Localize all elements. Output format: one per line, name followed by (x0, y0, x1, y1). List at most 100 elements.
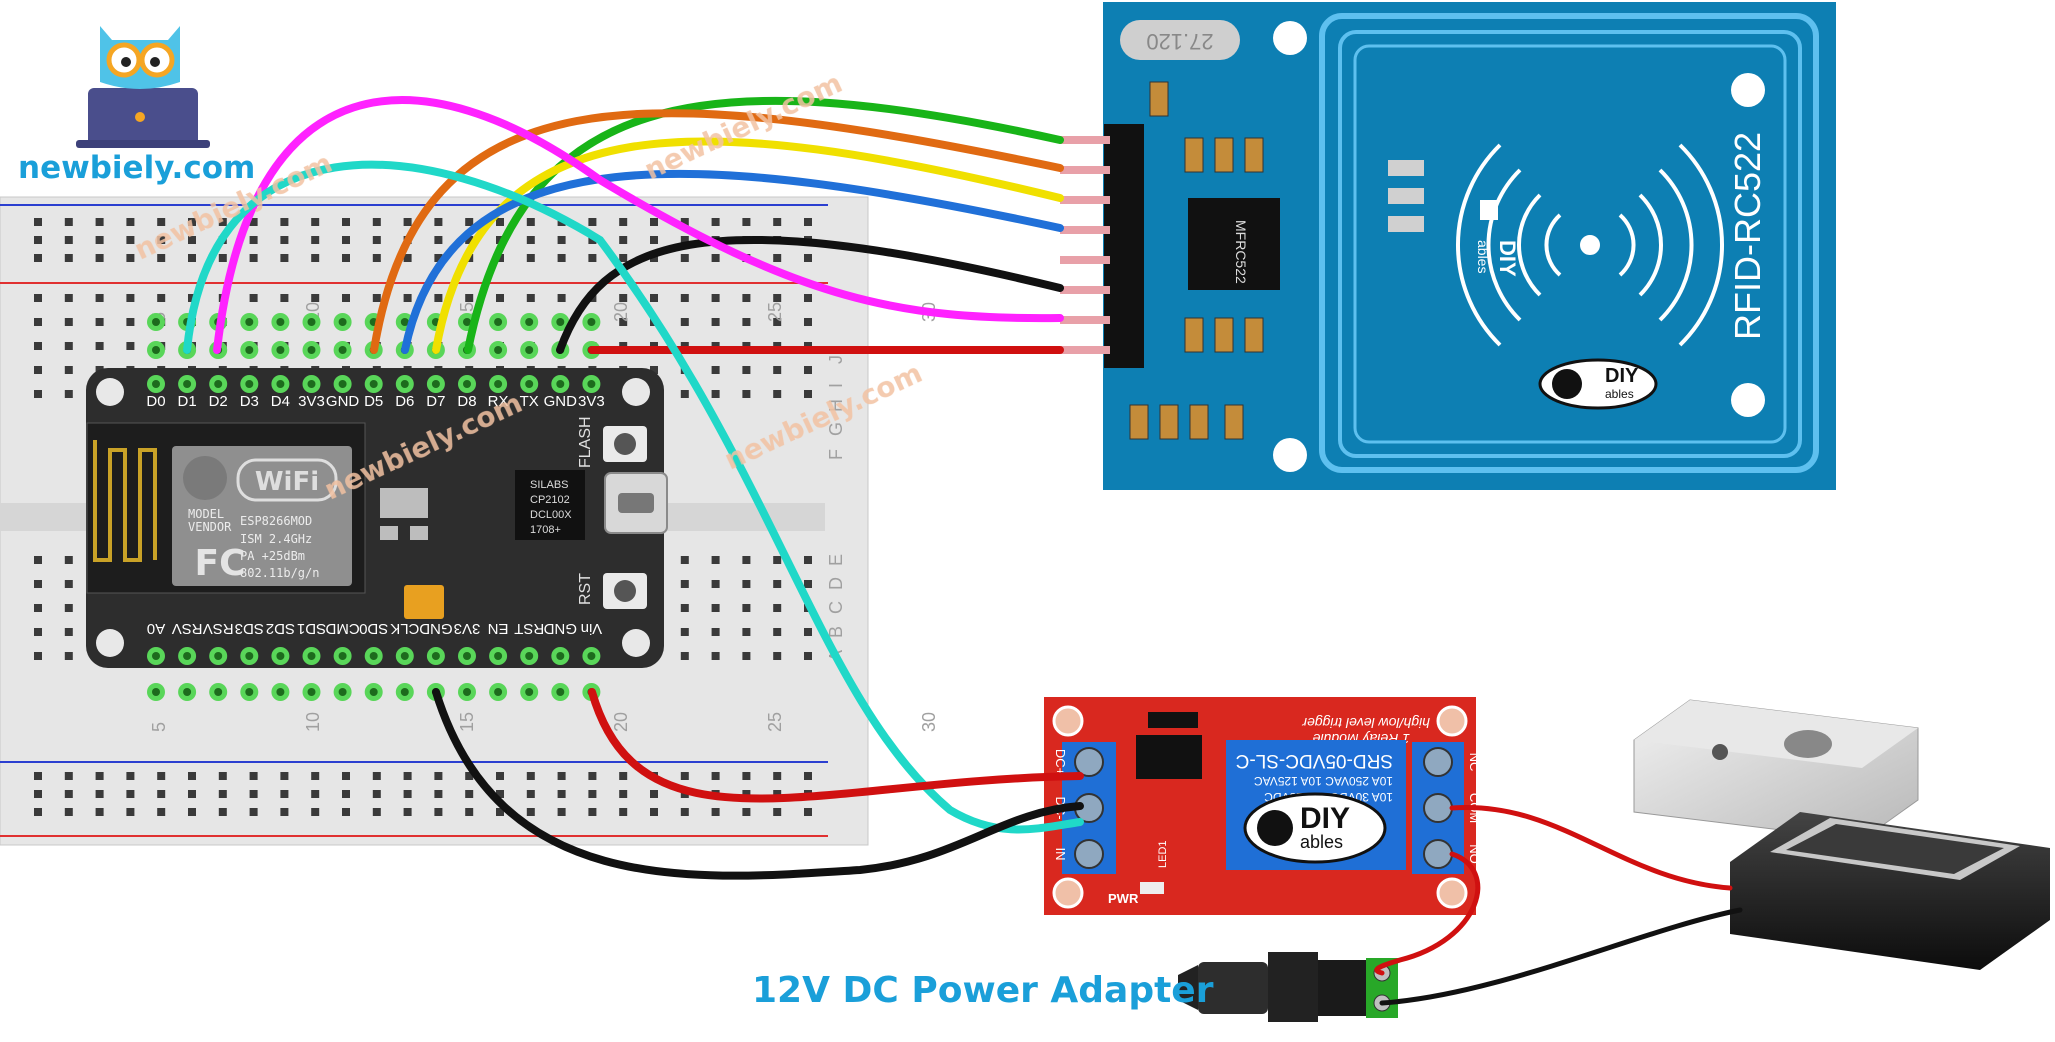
breadboard-hole (680, 294, 689, 302)
breadboard-column-label: 30 (919, 712, 939, 732)
breadboard-hole (403, 294, 412, 302)
uart-chip-line: SILABS (530, 479, 569, 491)
breadboard-hole (557, 254, 566, 262)
breadboard-hole (526, 236, 535, 244)
breadboard-hole (742, 318, 751, 326)
wifi-label: WiFi (255, 467, 319, 497)
header-pin-hole (338, 380, 347, 388)
breadboard-hole (465, 236, 474, 244)
breadboard-hole (64, 628, 73, 636)
header-pin-hole (463, 652, 471, 660)
breadboard-hole (773, 652, 782, 660)
breadboard-hole (64, 218, 73, 226)
breadboard-hole (804, 556, 812, 564)
esp-pin-label: RSV (172, 620, 203, 637)
header-pin-hole (400, 318, 409, 326)
breadboard-hole (342, 294, 350, 302)
breadboard-hole (773, 390, 782, 398)
relay-pin-label: DC+ (1053, 749, 1068, 775)
breadboard-hole (557, 236, 566, 244)
breadboard-hole (342, 808, 350, 816)
wifi-module-line: ISM 2.4GHz (240, 532, 312, 546)
breadboard-hole (619, 808, 628, 816)
esp-pin-label: CMD (325, 620, 359, 637)
rfid-smd-part (1184, 317, 1204, 353)
breadboard-row-label: F (826, 449, 846, 460)
breadboard-row-label: C (826, 601, 846, 614)
esp-pin-label: GND (326, 393, 360, 410)
breadboard-hole (496, 772, 504, 780)
breadboard-hole (126, 342, 135, 350)
breadboard-hole (804, 390, 812, 398)
wire-blue (401, 169, 1064, 354)
power-adapter-caption: 12V DC Power Adapter (752, 970, 1214, 1011)
breadboard-hole (311, 294, 320, 302)
breadboard-hole (64, 318, 73, 326)
breadboard-hole (526, 772, 535, 780)
breadboard-hole (680, 556, 689, 564)
breadboard-hole (650, 236, 658, 244)
breadboard-hole (773, 254, 782, 262)
rfid-pin (1060, 316, 1110, 324)
breadboard-hole (34, 580, 42, 588)
breadboard-hole (157, 294, 166, 302)
oval-logo-diy: DIY (1605, 365, 1639, 387)
breadboard-hole (95, 790, 104, 798)
breadboard-hole (588, 790, 597, 798)
breadboard-hole (711, 254, 720, 262)
breadboard-hole (157, 236, 166, 244)
breadboard-hole (34, 808, 42, 816)
breadboard-hole (650, 790, 658, 798)
breadboard-hole (804, 580, 812, 588)
breadboard-hole (218, 218, 227, 226)
breadboard-hole (711, 390, 720, 398)
breadboard-hole (126, 294, 135, 302)
header-pin-hole (525, 318, 534, 326)
breadboard-hole (742, 604, 751, 612)
breadboard-hole (742, 390, 751, 398)
esp-pin-label: CLK (390, 620, 419, 637)
owl-logo-icon (76, 26, 210, 148)
optocoupler (1136, 735, 1202, 779)
breadboard-hole (126, 790, 135, 798)
breadboard-hole (64, 556, 73, 564)
wire-red-relay (588, 688, 1084, 803)
header-pin-hole (276, 346, 285, 354)
breadboard-hole (804, 218, 812, 226)
header-pin-hole (152, 318, 160, 326)
breadboard-column-label: 25 (765, 712, 785, 732)
antenna-coil (1319, 13, 1819, 473)
breadboard-hole (34, 366, 42, 374)
breadboard-hole (372, 772, 381, 780)
header-pin-hole (369, 652, 378, 660)
breadboard-row-label: H (826, 399, 846, 412)
breadboard-hole (680, 254, 689, 262)
breadboard-hole (773, 294, 782, 302)
esp-pin-label: D1 (178, 393, 197, 410)
header-pin-hole (152, 380, 160, 388)
breadboard-hole (773, 604, 782, 612)
esp-pin-label: EN (488, 620, 509, 637)
breadboard-hole (157, 808, 166, 816)
breadboard-row-label: D (826, 577, 846, 590)
rfid-capacitor (1388, 160, 1424, 176)
relay-spec-line-1: 10A 250VAC 10A 125VAC (1254, 774, 1393, 788)
breadboard-hole (619, 254, 628, 262)
breadboard-hole (95, 218, 104, 226)
wire-black-rfid (556, 236, 1064, 354)
rfid-smd-part (1189, 404, 1209, 440)
brand-name: newbiely.com (18, 150, 256, 186)
header-pin-hole (463, 688, 471, 696)
header-pin-hole (214, 688, 223, 696)
diyables-oval-logo: DIY ables (1538, 358, 1658, 410)
breadboard-hole (711, 580, 720, 588)
header-pin-hole (307, 688, 316, 696)
header-pin-hole (556, 688, 565, 696)
dc-jack-barrel (1198, 962, 1268, 1014)
breadboard-hole (680, 604, 689, 612)
breadboard-hole (342, 254, 350, 262)
header-pin-hole (307, 380, 316, 388)
breadboard-hole (126, 318, 135, 326)
